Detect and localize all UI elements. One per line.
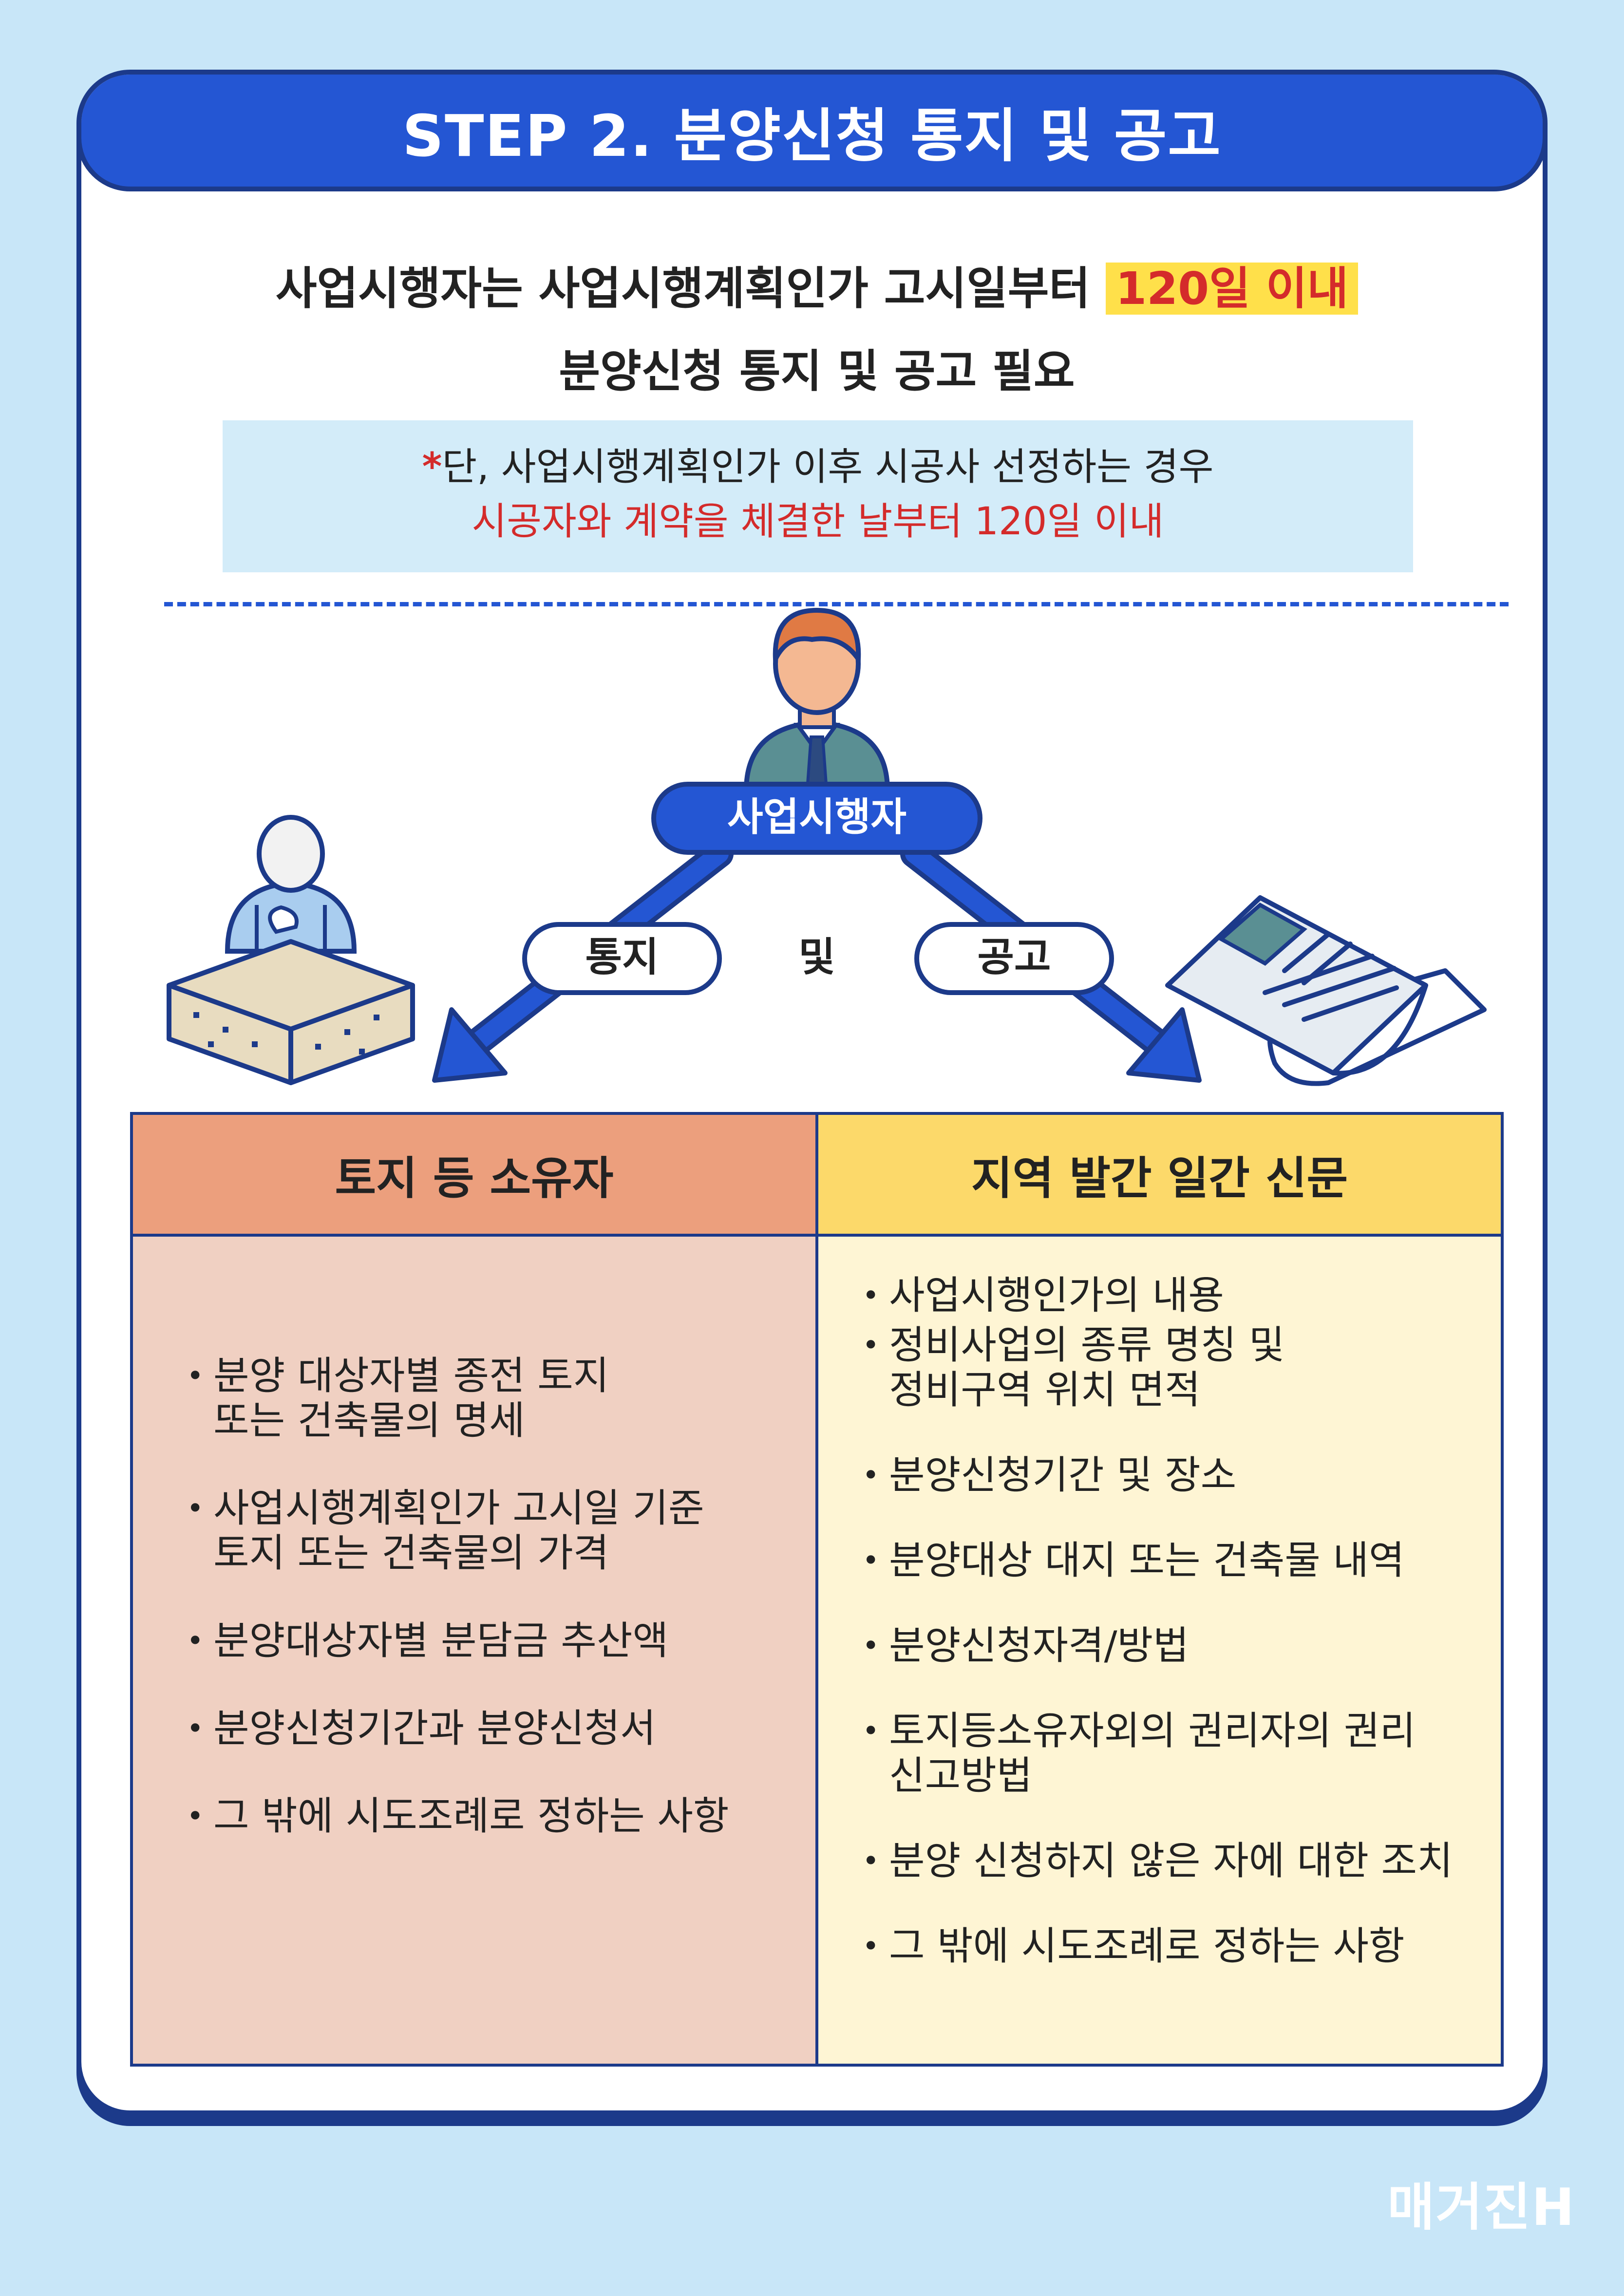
list-item: 분양신청자격/방법 [862,1623,1495,1669]
list-item: 그 밖에 시도조례로 정하는 사항 [187,1794,786,1839]
list-item: 사업시행계획인가 고시일 기준 토지 또는 건축물의 가격 [187,1486,786,1576]
note-line-1: *단, 사업시행계획인가 이후 시공사 선정하는 경우 [223,440,1413,494]
list-item-line: 분양 대상자별 종전 토지 [213,1353,609,1398]
landowner-icon [167,815,415,1085]
list-item: 분양 대상자별 종전 토지 또는 건축물의 명세 [187,1354,786,1443]
landowner-column-body: 분양 대상자별 종전 토지 또는 건축물의 명세 사업시행계획인가 고시일 기준… [133,1237,815,2064]
landowner-column-header: 토지 등 소유자 [133,1115,815,1237]
list-item: 분양 신청하지 않은 자에 대한 조치 [862,1838,1495,1884]
list-item: 그 밖에 시도조례로 정하는 사항 [862,1924,1495,1969]
list-item-line: 사업시행계획인가 고시일 기준 [213,1486,704,1531]
page-title: STEP 2. 분양신청 통지 및 공고 [402,102,1222,169]
businessman-icon [743,607,890,793]
center-pill: 사업시행자 [651,782,982,855]
brand-logo: 매거진H [1387,2178,1575,2237]
note-box: *단, 사업시행계획인가 이후 시공사 선정하는 경우 시공자와 계약을 체결한… [223,420,1413,572]
landowner-item-list: 분양 대상자별 종전 토지 또는 건축물의 명세 사업시행계획인가 고시일 기준… [187,1354,786,1882]
newspaper-column: 지역 발간 일간 신문 사업시행인가의 내용 정비사업의 종류 명칭 및 정비구… [818,1115,1501,2064]
dashed-divider [164,602,1509,606]
newspaper-column-header: 지역 발간 일간 신문 [818,1115,1501,1237]
list-item-line: 그 밖에 시도조례로 정하는 사항 [213,1793,729,1839]
content-card: STEP 2. 분양신청 통지 및 공고 사업시행자는 사업시행계획인가 고시일… [76,70,1548,2115]
landowner-column: 토지 등 소유자 분양 대상자별 종전 토지 또는 건축물의 명세 사업시행계획… [133,1115,818,2064]
intro-text: 사업시행자는 사업시행계획인가 고시일부터 120일 이내 분양신청 통지 및 … [81,247,1543,413]
list-item-line: 분양대상자별 분담금 추산액 [213,1618,669,1663]
list-item-line: 분양대상 대지 또는 건축물 내역 [889,1538,1405,1583]
list-item-line: 분양 신청하지 않은 자에 대한 조치 [889,1838,1453,1883]
list-item: 사업시행인가의 내용 [862,1273,1495,1318]
list-item: 정비사업의 종류 명칭 및 정비구역 위치 면적 [862,1323,1495,1412]
list-item-line: 토지 또는 건축물의 가격 [213,1530,609,1576]
list-item: 분양신청기간과 분양신청서 [187,1706,786,1751]
info-table: 토지 등 소유자 분양 대상자별 종전 토지 또는 건축물의 명세 사업시행계획… [130,1112,1504,2067]
list-item: 토지등소유자외의 권리자의 권리 신고방법 [862,1709,1495,1798]
intro-line-1: 사업시행자는 사업시행계획인가 고시일부터 120일 이내 [81,247,1543,330]
list-item-line: 신고방법 [889,1753,1033,1798]
list-item-line: 정비구역 위치 면적 [889,1367,1201,1412]
list-item-line: 분양신청자격/방법 [889,1623,1189,1668]
and-label: 및 [798,934,835,980]
list-item-line: 정비사업의 종류 명칭 및 [889,1322,1285,1368]
newspaper-icon [1165,895,1487,1086]
list-item: 분양대상 대지 또는 건축물 내역 [862,1538,1495,1583]
intro-line-2: 분양신청 통지 및 공고 필요 [559,345,1075,397]
list-item: 분양대상자별 분담금 추산액 [187,1618,786,1664]
list-item-line: 사업시행인가의 내용 [889,1273,1224,1318]
announce-pill-label: 공고 [978,934,1051,980]
note-asterisk: * [422,445,442,489]
flow-diagram: 사업시행자 통지 및 공고 [167,607,1487,1086]
list-item: 분양신청기간 및 장소 [862,1453,1495,1498]
list-item-line: 분양신청기간과 분양신청서 [213,1706,656,1751]
list-item-line: 토지등소유자외의 권리자의 권리 [889,1708,1416,1753]
announce-pill: 공고 [914,922,1114,995]
intro-highlight: 120일 이내 [1106,263,1359,315]
newspaper-column-body: 사업시행인가의 내용 정비사업의 종류 명칭 및 정비구역 위치 면적 분양신청… [818,1237,1501,2064]
note-line-2: 시공자와 계약을 체결한 날부터 120일 이내 [472,500,1164,544]
newspaper-item-list: 사업시행인가의 내용 정비사업의 종류 명칭 및 정비구역 위치 면적 분양신청… [862,1273,1495,2009]
intro-line-1-prefix: 사업시행자는 사업시행계획인가 고시일부터 [275,263,1106,315]
title-bar: STEP 2. 분양신청 통지 및 공고 [81,75,1543,191]
list-item-line: 또는 건축물의 명세 [213,1398,525,1443]
list-item-line: 그 밖에 시도조례로 정하는 사항 [889,1923,1405,1969]
notice-pill: 통지 [522,922,722,995]
list-item-line: 분양신청기간 및 장소 [889,1452,1237,1498]
notice-pill-label: 통지 [585,934,659,980]
note-line-1-text: 단, 사업시행계획인가 이후 시공사 선정하는 경우 [442,445,1214,489]
center-pill-label: 사업시행자 [727,794,906,840]
